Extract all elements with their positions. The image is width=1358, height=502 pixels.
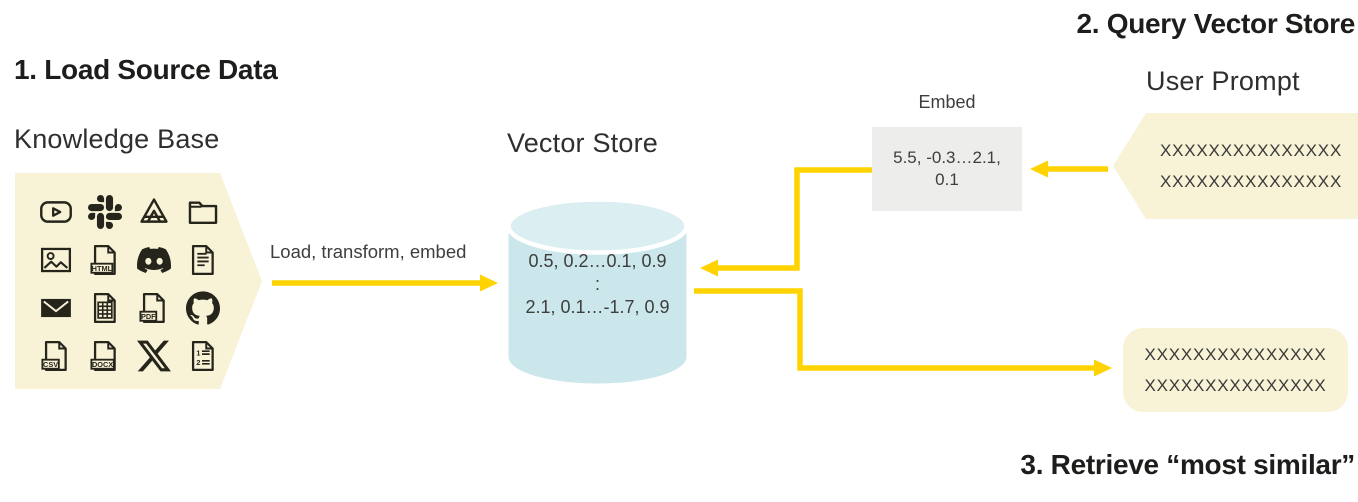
vector-row: 2.1, 0.1…-1.7, 0.9 [525,297,670,317]
user-prompt-line2: XXXXXXXXXXXXXXX [1160,172,1343,191]
step1-title: 1. Load Source Data [14,54,278,85]
github-icon [186,291,220,325]
vector-row: 0.5, 0.2…0.1, 0.9 [528,251,667,271]
svg-text:CSV: CSV [43,360,58,369]
embed-value-line1: 5.5, -0.3…2.1, [893,148,1001,167]
mail-icon [39,291,73,325]
vector-store-values: 0.5, 0.2…0.1, 0.9 : 2.1, 0.1…-1.7, 0.9 [505,250,690,319]
user-prompt-label: User Prompt [1146,66,1300,96]
discord-icon [137,243,171,277]
vector-row-separator: : [594,274,600,294]
retrieved-results-box: XXXXXXXXXXXXXXX XXXXXXXXXXXXXXX [1123,328,1348,412]
embed-box: 5.5, -0.3…2.1, 0.1 [872,127,1022,211]
retrieved-line2: XXXXXXXXXXXXXXX [1144,376,1327,395]
folder-icon [186,195,220,229]
svg-text:1: 1 [196,348,201,357]
embed-label: Embed [918,92,976,112]
svg-text:PDF: PDF [141,312,156,321]
docx-file-icon: DOCX [88,339,122,373]
image-icon [39,243,73,277]
user-prompt-shape: XXXXXXXXXXXXXXX XXXXXXXXXXXXXXX [1113,113,1358,219]
x-twitter-icon [137,339,171,373]
embed-to-store-arrow [700,167,872,277]
retrieved-line1: XXXXXXXXXXXXXXX [1144,345,1327,364]
embed-value-line2: 0.1 [935,170,959,189]
svg-text:HTML: HTML [92,264,113,273]
store-to-retrieved-arrow [694,288,1112,377]
knowledge-base-label: Knowledge Base [14,124,220,154]
database-cylinder-icon [506,197,689,384]
step3-title: 3. Retrieve “most similar” [1020,449,1355,480]
svg-text:2: 2 [196,358,200,367]
text-file-icon [186,243,220,277]
step2-title: 2. Query Vector Store [1076,8,1356,39]
load-transform-embed-label: Load, transform, embed [270,241,467,262]
html-file-icon: HTML [88,243,122,277]
pdf-file-icon: PDF [137,291,171,325]
prompt-to-embed-arrow [1030,160,1108,178]
slack-icon [88,195,122,229]
load-arrow [272,274,498,292]
youtube-icon [39,195,73,229]
user-prompt-line1: XXXXXXXXXXXXXXX [1160,141,1343,160]
vector-store-cylinder [505,197,690,389]
csv-file-icon: CSV [39,339,73,373]
app-store-icon [137,195,171,229]
svg-text:DOCX: DOCX [92,360,113,369]
vector-store-label: Vector Store [507,128,658,158]
spreadsheet-file-icon [88,291,122,325]
